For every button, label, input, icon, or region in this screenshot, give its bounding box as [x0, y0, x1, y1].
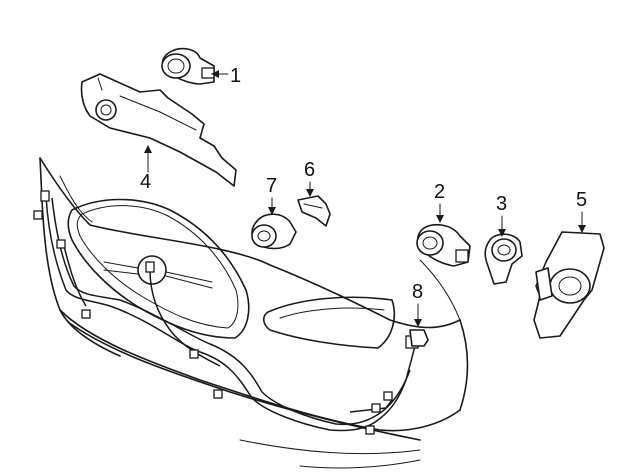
sensor-holder-part-5 — [533, 231, 605, 339]
sensor-bracket-part-4 — [80, 73, 237, 187]
sensor-clip-part-6 — [297, 195, 331, 227]
callout-4: 4 — [140, 145, 152, 193]
headlight — [262, 296, 396, 349]
callout-8: 8 — [412, 281, 423, 327]
callout-1-label: 1 — [230, 65, 241, 87]
callout-4-label: 4 — [140, 171, 151, 193]
callout-6: 6 — [304, 159, 315, 197]
callout-7: 7 — [266, 175, 277, 215]
callout-3-label: 3 — [496, 193, 507, 215]
callout-5-label: 5 — [576, 189, 587, 211]
callout-1: 1 — [211, 65, 241, 87]
parking-sensor-part-7 — [251, 213, 297, 250]
callout-5: 5 — [576, 189, 587, 233]
callout-6-label: 6 — [304, 159, 315, 181]
parking-sensor-part-1 — [161, 47, 215, 85]
callout-2: 2 — [434, 181, 445, 223]
front-bumper — [39, 157, 469, 469]
parking-sensor-part-2 — [416, 223, 471, 267]
callout-2-label: 2 — [434, 181, 445, 203]
callout-8-label: 8 — [412, 281, 423, 303]
wiring-harness — [33, 190, 429, 435]
parking-sensor-part-3 — [484, 233, 523, 285]
callout-7-label: 7 — [266, 175, 277, 197]
callout-3: 3 — [496, 193, 507, 237]
